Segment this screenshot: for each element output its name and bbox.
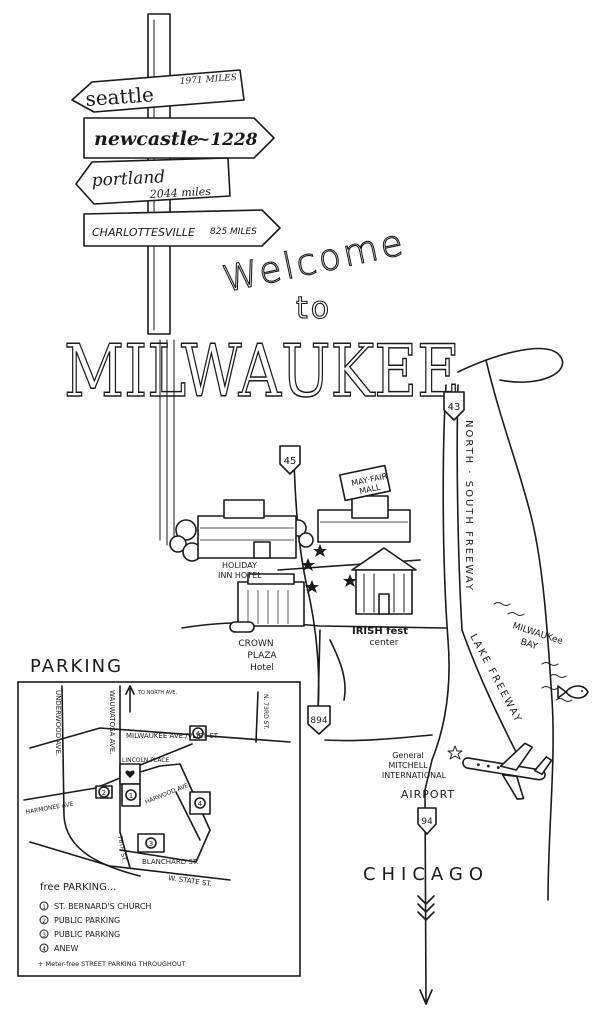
mayfair-mall-building bbox=[317, 464, 411, 543]
sign-portland: portland 2044 miles bbox=[75, 157, 231, 205]
star-icon bbox=[301, 558, 315, 571]
parking-inset-map: 1 2 3 4 4 UNDERWOOD AVE. WAUWATOSA AVE. … bbox=[17, 681, 301, 977]
sign-portland-city: portland bbox=[91, 167, 166, 191]
star-icon bbox=[447, 745, 463, 760]
label-bay-2: BAY bbox=[519, 637, 539, 652]
sign-charlottesville-distance: 825 MILES bbox=[210, 227, 257, 237]
label-crown-3: Hotel bbox=[250, 663, 274, 673]
legend-item: 1 ST. BERNARD'S CHURCH bbox=[39, 901, 151, 911]
street-n73rd: N. 73RD ST. bbox=[262, 694, 269, 729]
label-crown-1: CROWN bbox=[238, 639, 273, 649]
title-city: MILWAUKEE bbox=[64, 329, 460, 413]
label-airport-4: AIRPORT bbox=[401, 788, 455, 801]
parking-legend: free PARKING... 1 ST. BERNARD'S CHURCH 2… bbox=[38, 882, 186, 968]
sign-newcastle: newcastle ~1228 bbox=[83, 117, 275, 159]
legend-footnote: + Meter-free STREET PARKING THROUGHOUT bbox=[38, 960, 186, 968]
title-to: to bbox=[296, 291, 332, 326]
sign-newcastle-city: newcastle bbox=[94, 128, 199, 150]
sign-portland-distance: 2044 miles bbox=[148, 185, 211, 201]
holiday-inn-building bbox=[197, 499, 297, 559]
legend-item-num: 2 bbox=[42, 918, 46, 925]
sign-charlottesville: CHARLOTTESVILLE 825 MILES bbox=[83, 209, 281, 247]
label-north-south-freeway: NORTH · SOUTH FREEWAY bbox=[463, 420, 474, 592]
parking-inset-frame bbox=[17, 681, 301, 977]
shield-i43: 43 bbox=[443, 391, 465, 421]
shield-i43-label: 43 bbox=[448, 402, 461, 413]
star-icon bbox=[343, 574, 357, 587]
crown-plaza-building bbox=[229, 573, 305, 633]
legend-item: 2 PUBLIC PARKING bbox=[39, 915, 120, 925]
street-blanchard: BLANCHARD ST. bbox=[142, 858, 198, 866]
street-underwood: UNDERWOOD AVE. bbox=[54, 690, 62, 756]
label-mayfair-2: MALL bbox=[359, 483, 382, 496]
airplane-icon bbox=[462, 742, 553, 800]
parking-marker-4b: 4 bbox=[194, 797, 206, 809]
parking-marker-2-num: 2 bbox=[102, 789, 106, 797]
label-chicago: CHICAGO bbox=[363, 864, 489, 885]
label-airport-2: MITCHELL bbox=[388, 761, 428, 770]
shield-i45-label: 45 bbox=[284, 456, 297, 467]
legend-item: 4 ANEW bbox=[39, 943, 79, 953]
shield-i45: 45 bbox=[279, 445, 301, 475]
legend-item-num: 3 bbox=[42, 932, 46, 939]
star-icon bbox=[305, 580, 319, 593]
shield-i894-label: 894 bbox=[310, 716, 327, 726]
sign-seattle-city: seattle bbox=[85, 82, 155, 111]
sign-seattle: seattle 1971 MILES bbox=[71, 69, 245, 113]
label-irish-2: center bbox=[370, 638, 399, 648]
signpost: seattle 1971 MILES newcastle ~1228 portl… bbox=[71, 13, 281, 546]
irish-fest-building bbox=[351, 547, 417, 615]
highway-shields: 43 45 894 94 bbox=[279, 391, 465, 835]
street-to-north: TO NORTH AVE. bbox=[137, 690, 177, 696]
legend-title: free PARKING... bbox=[40, 882, 116, 893]
label-irish-1: IRISH fest bbox=[352, 626, 408, 637]
label-crown-2: PLAZA bbox=[247, 651, 277, 661]
fish-icon bbox=[557, 685, 589, 699]
legend-item-label: ANEW bbox=[54, 944, 79, 953]
street-lincoln: LINCOLN PLACE bbox=[122, 757, 170, 764]
map-title: Welcome to MILWAUKEE bbox=[63, 222, 564, 414]
legend-item-num: 1 bbox=[42, 904, 46, 911]
location-stars bbox=[301, 544, 463, 760]
parking-marker-3: 3 bbox=[145, 837, 157, 849]
parking-marker-1: 1 bbox=[125, 789, 137, 801]
label-airport-3: INTERNATIONAL bbox=[382, 771, 447, 780]
legend-item-label: PUBLIC PARKING bbox=[54, 930, 120, 939]
legend-item-label: ST. BERNARD'S CHURCH bbox=[54, 902, 151, 911]
parking-marker-1-num: 1 bbox=[129, 792, 133, 800]
street-milwaukee-vliet: MILWAUKEE AVE./VLIET ST bbox=[126, 732, 219, 740]
street-76th: 76TH ST. bbox=[116, 835, 127, 862]
label-holiday-inn-2: INN HOTEL bbox=[218, 571, 262, 580]
parking-heading: PARKING bbox=[30, 656, 123, 677]
sign-charlottesville-city: CHARLOTTESVILLE bbox=[92, 226, 195, 239]
label-airport-1: General bbox=[392, 751, 424, 760]
parking-marker-4b-num: 4 bbox=[198, 800, 203, 808]
sign-newcastle-distance: ~1228 bbox=[196, 130, 258, 150]
heart-icon bbox=[125, 770, 135, 778]
sign-seattle-distance: 1971 MILES bbox=[180, 73, 238, 87]
legend-item-label: PUBLIC PARKING bbox=[54, 916, 120, 925]
lake-decorations bbox=[462, 602, 589, 800]
shield-i894: 894 bbox=[307, 705, 331, 735]
shield-i94: 94 bbox=[417, 807, 437, 835]
buildings bbox=[169, 464, 417, 633]
street-wauwatosa: WAUWATOSA AVE. bbox=[108, 690, 116, 754]
legend-item: 3 PUBLIC PARKING bbox=[39, 929, 120, 939]
parking-marker-4a-num: 4 bbox=[196, 730, 201, 738]
star-icon bbox=[313, 544, 327, 557]
parking-marker-4a: 4 bbox=[192, 727, 204, 739]
parking-marker-2: 2 bbox=[98, 786, 110, 798]
label-holiday-inn-1: HOLIDAY bbox=[222, 561, 257, 570]
legend-item-num: 4 bbox=[42, 946, 46, 953]
shield-i94-label: 94 bbox=[421, 817, 433, 827]
parking-marker-3-num: 3 bbox=[149, 840, 153, 848]
